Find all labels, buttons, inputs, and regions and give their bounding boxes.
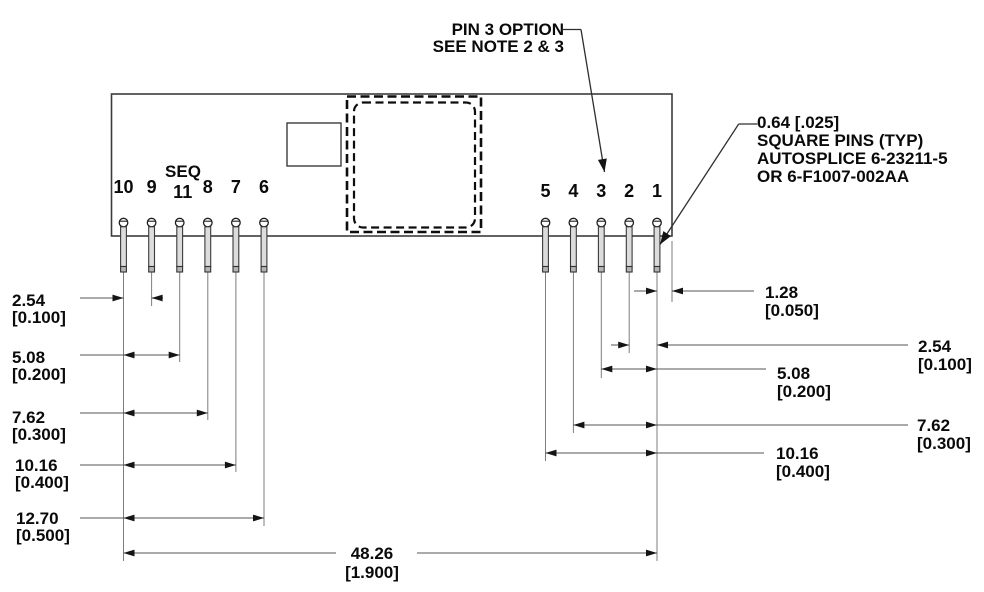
- extension-lines: [123, 241, 673, 561]
- dim-inch: [0.300]: [917, 434, 971, 453]
- pin-label-5: 5: [540, 181, 551, 201]
- dim-mm: 10.16: [15, 456, 58, 475]
- leader-lines: [563, 28, 758, 245]
- pin3-option-note-line1: PIN 3 OPTION: [451, 20, 564, 39]
- pin-11: [174, 217, 185, 273]
- pin-label-7: 7: [230, 177, 241, 197]
- pin-6: [259, 217, 269, 273]
- dashed-outline-inner: [352, 101, 477, 229]
- seq-label: SEQ: [165, 162, 201, 181]
- square-pins-note: 0.64 [.025] SQUARE PINS (TYP) AUTOSPLICE…: [757, 114, 948, 186]
- pins: [118, 217, 662, 273]
- pin-7: [230, 217, 241, 273]
- dim-left-7.62: 7.62 [0.300]: [12, 409, 66, 443]
- dim-left-10.16: 10.16 [0.400]: [15, 457, 69, 491]
- module-body: [110, 93, 673, 237]
- pin-8: [202, 217, 213, 273]
- dim-inch: [0.050]: [765, 301, 819, 320]
- pin3-option-note: PIN 3 OPTION SEE NOTE 2 & 3: [400, 21, 564, 55]
- dim-inch: [1.900]: [345, 563, 399, 582]
- pin-label-1: 1: [651, 181, 662, 201]
- dim-inch: [0.100]: [12, 308, 66, 327]
- dim-mm: 12.70: [16, 509, 59, 528]
- pin-label-8: 8: [202, 177, 213, 197]
- dim-right-7.62: 7.62 [0.300]: [917, 417, 971, 453]
- pin-2: [624, 217, 635, 273]
- pin-label-9: 9: [146, 177, 157, 197]
- dim-inch: [0.500]: [16, 526, 70, 545]
- dim-mm: 5.08: [777, 364, 811, 383]
- dim-inch: [0.300]: [12, 425, 66, 444]
- dim-right-2.54: 2.54 [0.100]: [918, 338, 972, 374]
- pin-label-6: 6: [258, 177, 269, 197]
- dim-left-5.08: 5.08 [0.200]: [12, 349, 66, 383]
- dim-right-1.28: 1.28 [0.050]: [765, 284, 819, 320]
- square-pins-note-line4: OR 6-F1007-002AA: [757, 167, 910, 186]
- pin1-leader-arrow-icon: [660, 231, 671, 245]
- pin3-leader-arrow-icon: [597, 158, 607, 172]
- dim-mm: 10.16: [776, 444, 819, 463]
- pin-4: [568, 217, 579, 273]
- dim-left-12.70: 12.70 [0.500]: [16, 510, 70, 544]
- dashed-outline-outer: [345, 95, 483, 234]
- component-body-outline: [110, 93, 673, 237]
- dim-mm: 2.54: [12, 291, 46, 310]
- pin-1: [652, 217, 662, 273]
- square-pins-note-line1: 0.64 [.025]: [757, 113, 840, 132]
- dim-inch: [0.200]: [777, 382, 831, 401]
- pin-9: [146, 217, 157, 273]
- dimension-lines: [80, 290, 908, 554]
- dim-right-5.08: 5.08 [0.200]: [777, 365, 831, 401]
- dim-mm: 7.62: [12, 408, 46, 427]
- square-pins-note-line3: AUTOSPLICE 6-23211-5: [757, 149, 948, 168]
- pin-3: [596, 217, 607, 273]
- dim-overall-48.26: 48.26 [1.900]: [331, 544, 413, 582]
- dim-left-2.54: 2.54 [0.100]: [12, 292, 66, 326]
- dim-right-10.16: 10.16 [0.400]: [776, 445, 830, 481]
- pin-label-3: 3: [596, 181, 607, 201]
- dim-mm: 48.26: [350, 544, 394, 563]
- pin3-option-note-line2: SEE NOTE 2 & 3: [432, 37, 564, 56]
- inner-component-rect: [286, 122, 342, 167]
- dim-mm: 5.08: [12, 348, 46, 367]
- dim-mm: 2.54: [918, 337, 952, 356]
- square-pins-note-line2: SQUARE PINS (TYP): [757, 131, 924, 150]
- pin-label-10: 10: [113, 177, 134, 197]
- pin-label-2: 2: [624, 181, 635, 201]
- dim-inch: [0.200]: [12, 365, 66, 384]
- pin-5: [540, 217, 551, 273]
- pin-10: [118, 217, 129, 273]
- pin-label-11: 11: [173, 182, 193, 202]
- dim-inch: [0.100]: [918, 355, 972, 374]
- pin-label-4: 4: [568, 181, 579, 201]
- dim-inch: [0.400]: [15, 473, 69, 492]
- dimension-arrowheads: [112, 287, 683, 557]
- dim-mm: 7.62: [917, 416, 951, 435]
- dim-inch: [0.400]: [776, 462, 830, 481]
- dim-mm: 1.28: [765, 283, 799, 302]
